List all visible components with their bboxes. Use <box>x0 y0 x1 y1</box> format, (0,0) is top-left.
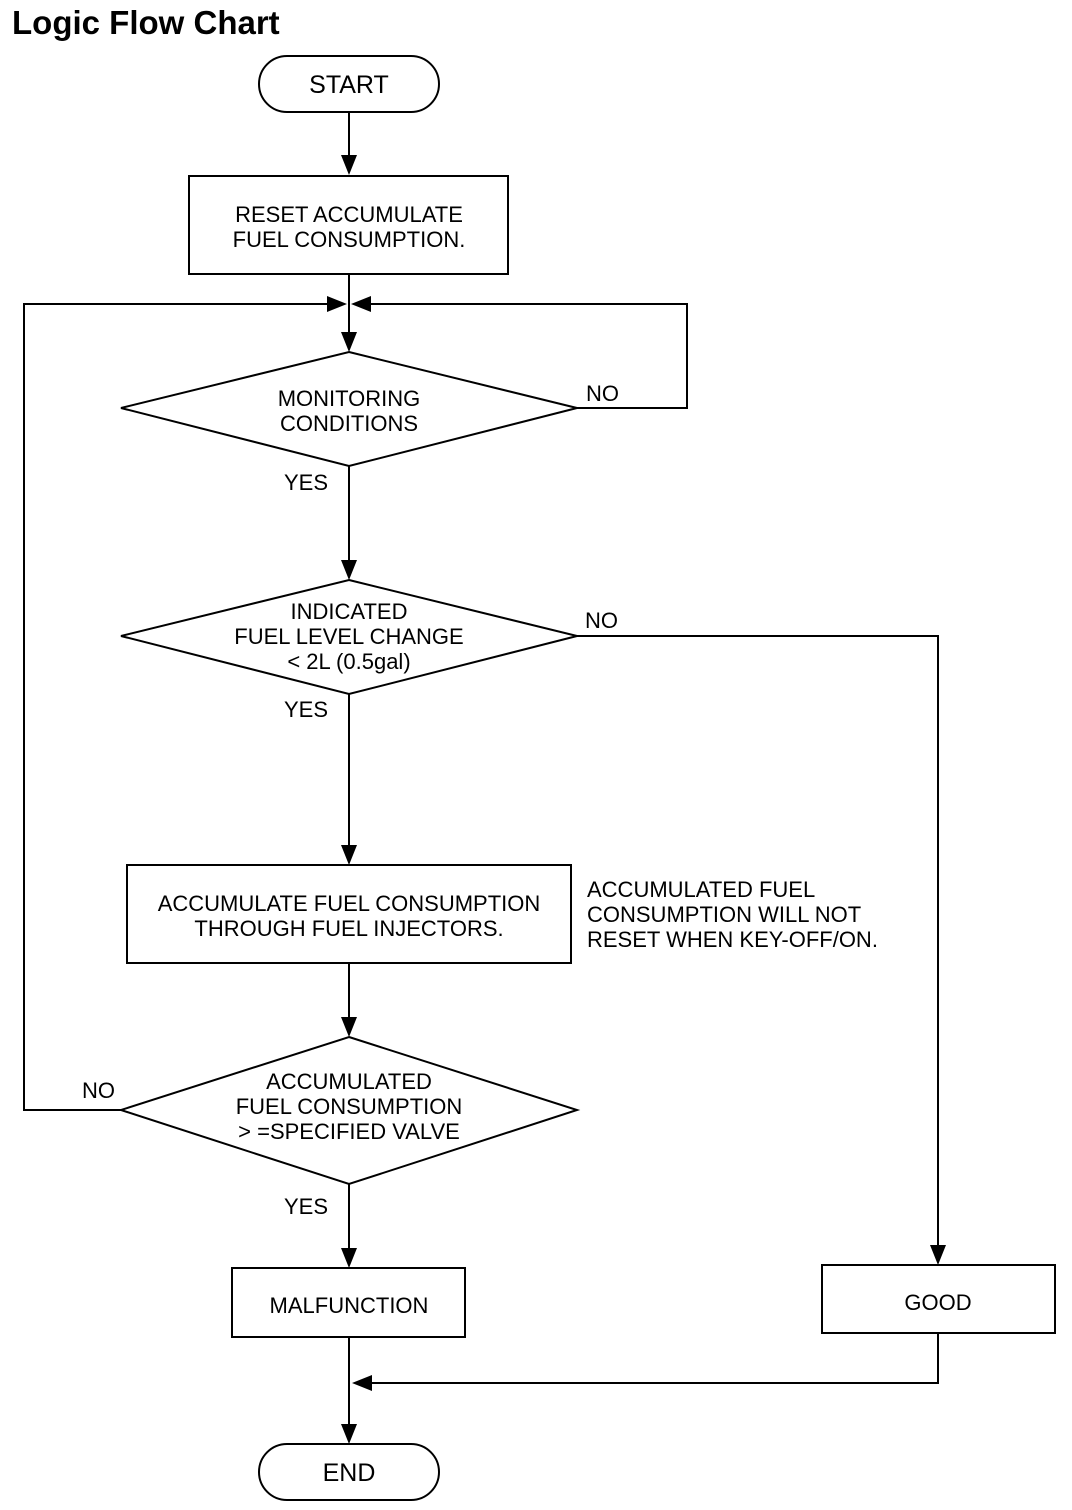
arrowhead-down-icon <box>341 1248 357 1268</box>
accumulate-note-line-1: ACCUMULATED FUEL <box>587 877 815 902</box>
specified-no-label: NO <box>82 1078 115 1103</box>
accumulate-label-line-1: ACCUMULATE FUEL CONSUMPTION <box>158 891 541 916</box>
arrowheads <box>327 155 946 1444</box>
malfunction-box: MALFUNCTION <box>231 1267 466 1338</box>
arrowhead-down-icon <box>341 1017 357 1037</box>
arrowhead-down-icon <box>341 560 357 580</box>
fuel-level-no-label: NO <box>585 608 618 633</box>
good-box: GOOD <box>821 1264 1056 1334</box>
accumulate-note: ACCUMULATED FUEL CONSUMPTION WILL NOT RE… <box>587 877 878 952</box>
accumulate-process-box: ACCUMULATE FUEL CONSUMPTION THROUGH FUEL… <box>126 864 572 964</box>
fuel-level-label-line-3: < 2L (0.5gal) <box>287 649 410 674</box>
connector-monitoring-no-loop <box>371 303 688 409</box>
reset-process-box: RESET ACCUMULATE FUEL CONSUMPTION. <box>188 175 509 275</box>
start-node: START <box>258 55 440 113</box>
monitoring-decision: MONITORING CONDITIONS <box>120 350 578 468</box>
specified-label-line-1: ACCUMULATED <box>266 1069 432 1094</box>
arrowhead-left-icon <box>351 296 371 312</box>
specified-label-line-2: FUEL CONSUMPTION <box>236 1094 463 1119</box>
arrowhead-down-icon <box>341 1424 357 1444</box>
fuel-level-decision: INDICATED FUEL LEVEL CHANGE < 2L (0.5gal… <box>120 578 578 696</box>
arrowhead-down-icon <box>341 845 357 865</box>
page-title: Logic Flow Chart <box>12 4 280 41</box>
fuel-level-label-line-1: INDICATED <box>291 599 408 624</box>
specified-yes-label: YES <box>284 1194 328 1219</box>
connector-specified-no-loop <box>23 303 327 1111</box>
accumulate-label-line-2: THROUGH FUEL INJECTORS. <box>194 916 503 941</box>
arrowhead-down-icon <box>341 155 357 175</box>
connectors <box>23 112 939 1424</box>
reset-label-line-1: RESET ACCUMULATE <box>235 202 463 227</box>
fuel-level-yes-label: YES <box>284 697 328 722</box>
accumulate-note-line-2: CONSUMPTION WILL NOT <box>587 902 861 927</box>
accumulate-note-line-3: RESET WHEN KEY-OFF/ON. <box>587 927 878 952</box>
arrowhead-down-icon <box>341 332 357 352</box>
monitoring-no-label: NO <box>586 381 619 406</box>
monitoring-label-line-2: CONDITIONS <box>280 411 418 436</box>
arrowhead-right-icon <box>327 296 347 312</box>
connector-good-to-end <box>372 1334 939 1384</box>
end-label: END <box>323 1459 376 1487</box>
specified-decision: ACCUMULATED FUEL CONSUMPTION > =SPECIFIE… <box>117 1035 581 1186</box>
fuel-level-label-line-2: FUEL LEVEL CHANGE <box>234 624 463 649</box>
monitoring-yes-label: YES <box>284 470 328 495</box>
monitoring-label-line-1: MONITORING <box>278 386 421 411</box>
start-label: START <box>309 71 389 99</box>
reset-label-line-2: FUEL CONSUMPTION. <box>233 227 466 252</box>
end-node: END <box>258 1443 440 1501</box>
good-label: GOOD <box>904 1290 971 1315</box>
connector-fuel-level-no-to-good <box>577 635 939 1245</box>
malfunction-label: MALFUNCTION <box>270 1293 429 1318</box>
arrowhead-left-icon <box>352 1375 372 1391</box>
specified-label-line-3: > =SPECIFIED VALVE <box>238 1119 460 1144</box>
arrowhead-down-icon <box>930 1245 946 1265</box>
